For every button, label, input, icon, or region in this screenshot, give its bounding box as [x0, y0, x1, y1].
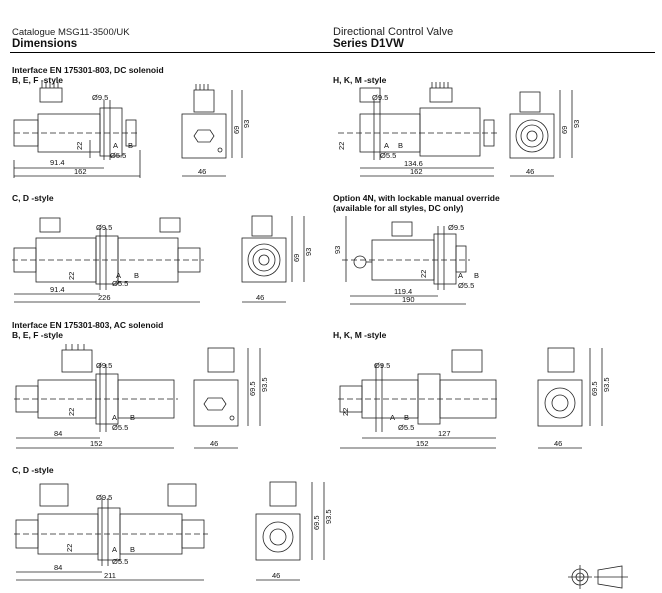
drawing-dc-hkm-side [338, 82, 498, 177]
ac-interface-heading: Interface EN 175301-803, AC solenoid [12, 320, 164, 330]
dim-69-1: 69 [232, 126, 241, 134]
dim-22-3: 22 [67, 272, 76, 280]
port-a-3: A [116, 271, 121, 280]
dim-d95-1: Ø9.5 [92, 93, 108, 102]
option-4n-heading: Option 4N, with lockable manual override [333, 193, 500, 203]
dc-interface-heading: Interface EN 175301-803, DC solenoid [12, 65, 164, 75]
dim-d95-6: Ø9.5 [374, 361, 390, 370]
dim-22-1: 22 [75, 142, 84, 150]
drawing-ac-cd-side [14, 483, 208, 581]
port-b-2: B [398, 141, 403, 150]
dim-127: 127 [438, 429, 451, 438]
dim-162-1: 162 [74, 167, 87, 176]
port-b-1: B [128, 141, 133, 150]
dim-695-5: 69.5 [248, 381, 257, 396]
dim-d55-3: Ø5.5 [112, 279, 128, 288]
drawing-ac-cd-end [255, 481, 325, 581]
dim-162-2: 162 [410, 167, 423, 176]
dim-93-3: 93 [304, 248, 313, 256]
ac-hkm-heading: H, K, M -style [333, 330, 387, 340]
catalogue-number: Catalogue MSG11-3500/UK [12, 27, 130, 38]
dim-935-5: 93.5 [260, 377, 269, 392]
dim-226: 226 [98, 293, 111, 302]
dim-93-1: 93 [242, 120, 251, 128]
dim-46-5: 46 [210, 439, 218, 448]
header-divider [10, 52, 655, 53]
port-a-5: A [112, 413, 117, 422]
port-a-6: A [390, 413, 395, 422]
dim-93-4: 93 [333, 246, 342, 254]
dim-211: 211 [104, 571, 116, 580]
dc-hkm-heading: H, K, M -style [333, 75, 387, 85]
dim-84-5: 84 [54, 429, 62, 438]
dim-46-7: 46 [272, 571, 280, 580]
dc-bef-heading: B, E, F -style [12, 75, 64, 85]
dim-46-1: 46 [198, 167, 206, 176]
drawing-ac-bef-side [14, 344, 178, 449]
dim-d95-7: Ø9.5 [96, 493, 112, 502]
dim-d95-2: Ø9.5 [372, 93, 388, 102]
dim-84-7: 84 [54, 563, 62, 572]
drawing-ac-hkm-side [338, 349, 500, 449]
port-a-1: A [113, 141, 118, 150]
dim-69-2: 69 [560, 126, 569, 134]
dim-46-6: 46 [554, 439, 562, 448]
dim-d55-5: Ø5.5 [112, 423, 128, 432]
port-a-4: A [458, 271, 463, 280]
dim-190: 190 [402, 295, 415, 304]
dim-22-4: 22 [419, 270, 428, 278]
dim-d55-4: Ø5.5 [458, 281, 474, 290]
dim-935-6: 93.5 [602, 377, 611, 392]
dim-d55-2: Ø5.5 [380, 151, 396, 160]
drawing-dc-bef-end [181, 84, 243, 177]
drawing-dc-cd-end [241, 215, 305, 303]
port-b-6: B [404, 413, 409, 422]
dim-d95-4: Ø9.5 [448, 223, 464, 232]
series-title: Series D1VW [333, 38, 404, 50]
section-title: Dimensions [12, 38, 78, 50]
dim-914: 91.4 [50, 158, 65, 167]
dim-152-5: 152 [90, 439, 103, 448]
drawing-dc-hkm-end [509, 90, 573, 177]
dim-22-2: 22 [337, 142, 346, 150]
dim-69-3: 69 [292, 254, 301, 262]
port-b-3: B [134, 271, 139, 280]
dim-695-7: 69.5 [312, 515, 321, 530]
dim-914-3: 91.4 [50, 285, 65, 294]
dim-1194: 119.4 [394, 287, 412, 296]
drawing-ac-bef-end [193, 347, 261, 449]
dim-46-2: 46 [526, 167, 534, 176]
dim-22-7: 22 [65, 544, 74, 552]
port-b-4: B [474, 271, 479, 280]
dim-935-7: 93.5 [324, 509, 333, 524]
dim-695-6: 69.5 [590, 381, 599, 396]
port-b-5: B [130, 413, 135, 422]
dc-cd-heading: C, D -style [12, 193, 54, 203]
drawing-dc-bef-side [13, 82, 141, 178]
dim-d55-6: Ø5.5 [398, 423, 414, 432]
dim-22-5: 22 [67, 408, 76, 416]
ac-cd-heading: C, D -style [12, 465, 54, 475]
dim-d95-5: Ø9.5 [96, 361, 112, 370]
port-a-7: A [112, 545, 117, 554]
dim-1346: 134.6 [404, 159, 423, 168]
projection-symbol-icon [568, 565, 628, 589]
drawing-dc-cd-side [12, 217, 204, 303]
port-b-7: B [130, 545, 135, 554]
port-a-2: A [384, 141, 389, 150]
option-4n-subheading: (available for all styles, DC only) [333, 203, 464, 213]
dim-d55-1: Ø5.5 [110, 151, 126, 160]
dim-d95-3: Ø9.5 [96, 223, 112, 232]
dim-22-6: 22 [341, 408, 350, 416]
drawing-option-4n-side [342, 216, 470, 305]
dim-93-2: 93 [572, 120, 581, 128]
dim-152-6: 152 [416, 439, 429, 448]
product-title: Directional Control Valve [333, 26, 454, 38]
dim-d55-7: Ø5.5 [112, 557, 128, 566]
ac-bef-heading: B, E, F -style [12, 330, 64, 340]
dim-46-3: 46 [256, 293, 264, 302]
drawing-ac-hkm-end [537, 347, 603, 449]
